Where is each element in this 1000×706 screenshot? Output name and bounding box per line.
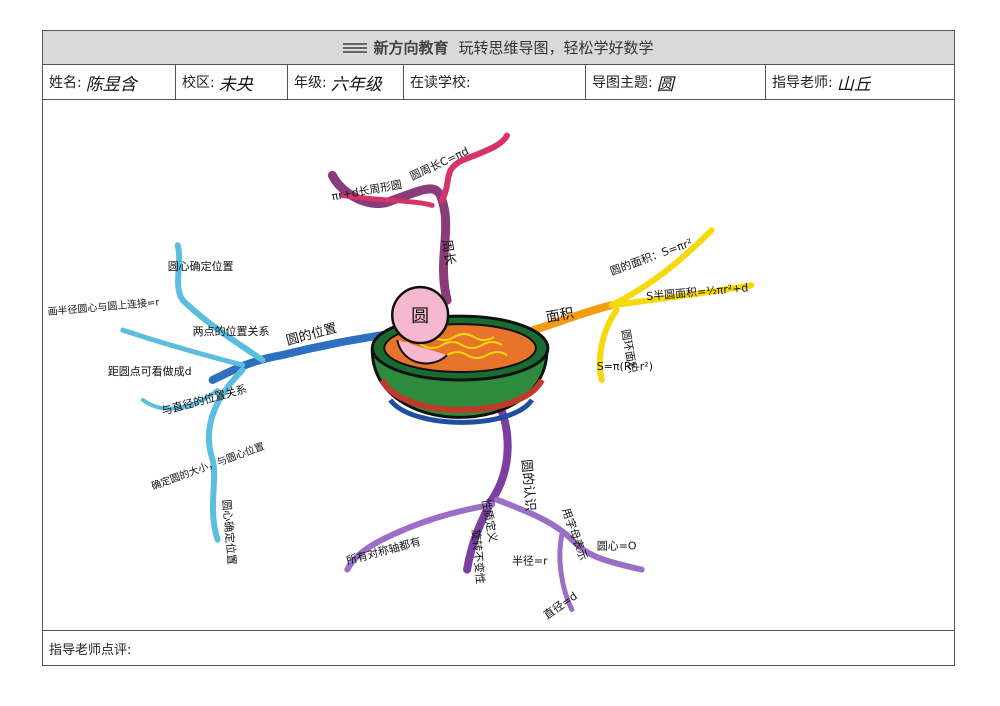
- branch-recognition: 圆的认识 性质定义 用字母表示 所有对称轴都有 旋转不变性 半径=r 圆心=O …: [344, 395, 645, 622]
- area-item-2: S半圆面积=½πr²+d: [646, 280, 749, 303]
- teacher-label: 指导老师:: [772, 75, 833, 91]
- topic-cell: 导图主题: 圆: [586, 65, 766, 99]
- branch-position: 圆的位置 圆心确定位置 画半径圆心与圆上连接=r 两点的位置关系 距圆点可看做成…: [47, 242, 387, 566]
- area-item-4: S=π(R²-r²): [597, 360, 653, 373]
- school-cell: 在读学校:: [404, 65, 586, 99]
- position-item-4: 距圆点可看做成d: [108, 364, 192, 378]
- brand: 新方向教育: [343, 37, 449, 58]
- grade-value: 六年级: [330, 74, 382, 95]
- info-row: 姓名: 陈昱含 校区: 未央 年级: 六年级 在读学校: 导图主题: 圆 指导老…: [43, 65, 954, 100]
- recognition-item-5: 半径=r: [512, 554, 548, 568]
- position-item-5: 与直径的位置关系: [160, 382, 248, 418]
- brand-name: 新方向教育: [373, 39, 449, 57]
- recognition-item-7: 直径=d: [541, 589, 580, 622]
- book-logo-icon: [343, 41, 368, 55]
- position-item-7: 圆心确定位置: [220, 499, 240, 566]
- teacher-cell: 指导老师: 山丘: [766, 65, 954, 99]
- worksheet: 新方向教育 玩转思维导图，轻松学好数学 姓名: 陈昱含 校区: 未央 年级: 六…: [42, 30, 955, 666]
- header-banner: 新方向教育 玩转思维导图，轻松学好数学: [43, 31, 954, 65]
- topic-value: 圆: [656, 74, 674, 95]
- recognition-title: 圆的认识: [518, 459, 538, 512]
- position-item-2: 画半径圆心与圆上连接=r: [47, 295, 161, 318]
- topic-label: 导图主题:: [592, 75, 653, 91]
- slogan: 玩转思维导图，轻松学好数学: [458, 39, 654, 57]
- recognition-item-4: 旋转不变性: [469, 529, 488, 585]
- name-label: 姓名:: [49, 75, 82, 91]
- name-cell: 姓名: 陈昱含: [43, 65, 176, 99]
- center-label: 圆: [411, 306, 429, 327]
- campus-cell: 校区: 未央: [176, 65, 288, 99]
- campus-label: 校区:: [182, 75, 215, 91]
- school-label: 在读学校:: [410, 75, 471, 91]
- name-value: 陈昱含: [85, 74, 137, 95]
- character-head: [390, 285, 450, 345]
- perimeter-title: 周长: [438, 238, 457, 266]
- branch-perimeter: 周长 πr+d长周形圆 圆周长C=πd: [327, 132, 510, 305]
- comment-row: 指导老师点评:: [43, 630, 954, 665]
- position-item-1: 圆心确定位置: [168, 259, 234, 273]
- central-bowl-drawing: 圆: [370, 285, 550, 425]
- position-item-3: 两点的位置关系: [193, 324, 270, 338]
- teacher-value: 山丘: [836, 74, 871, 95]
- comment-label: 指导老师点评:: [49, 642, 132, 658]
- grade-label: 年级:: [294, 75, 327, 91]
- grade-cell: 年级: 六年级: [288, 65, 404, 99]
- mind-map: 周长 πr+d长周形圆 圆周长C=πd 面积 圆的面积：S=πr² S半圆面积=…: [47, 132, 755, 622]
- campus-value: 未央: [218, 74, 253, 95]
- area-title: 面积: [545, 305, 575, 326]
- recognition-item-6: 圆心=O: [597, 540, 637, 553]
